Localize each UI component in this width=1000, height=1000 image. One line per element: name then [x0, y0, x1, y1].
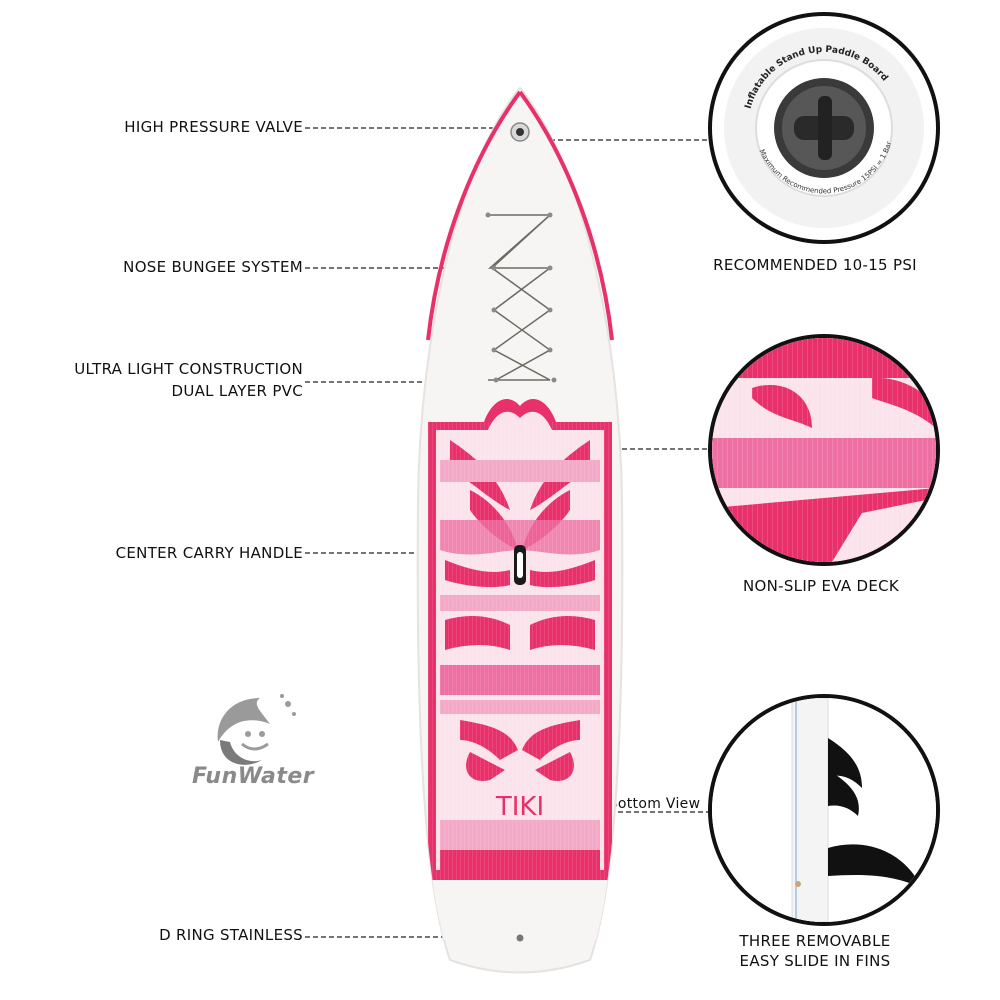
detail-circle-valve: Inflatable Stand Up Paddle Board Maximum… [708, 12, 940, 244]
svg-text:Inflatable Stand Up Paddle Boa: Inflatable Stand Up Paddle Board [744, 45, 890, 110]
label-construction-line1: ULTRA LIGHT CONSTRUCTION [74, 360, 303, 378]
valve-icon [774, 78, 874, 178]
brand-logo [217, 694, 296, 765]
valve-icon [510, 122, 530, 142]
label-fins-line1: THREE REMOVABLE [739, 932, 891, 950]
label-non-slip-deck: NON-SLIP EVA DECK [742, 577, 900, 595]
detail-circle-fins [708, 694, 940, 926]
valve-ring-text-top: Inflatable Stand Up Paddle Board [744, 45, 890, 110]
valve-ring-text-bottom: Maximum Recommended Pressure 15PSI = 1 B… [758, 140, 894, 195]
d-ring-icon [516, 934, 524, 942]
svg-text:Maximum Recommended Pressure 1: Maximum Recommended Pressure 15PSI = 1 B… [758, 140, 894, 195]
label-bottom-view: Bottom View [608, 796, 701, 812]
label-nose-bungee: NOSE BUNGEE SYSTEM [123, 258, 303, 276]
carry-handle-icon [514, 545, 526, 585]
board-model-name: TIKI [495, 792, 544, 822]
paddle-board: TIKI [416, 86, 624, 974]
brand-name: FunWater [192, 764, 315, 789]
label-fins-line2: EASY SLIDE IN FINS [739, 952, 891, 970]
label-construction-line2: DUAL LAYER PVC [171, 382, 303, 400]
fin-icon [828, 738, 922, 888]
label-recommended-psi: RECOMMENDED 10-15 PSI [713, 256, 917, 274]
label-center-carry-handle: CENTER CARRY HANDLE [115, 544, 303, 562]
label-d-ring: D RING STAINLESS [159, 926, 303, 944]
tiki-pattern [428, 422, 612, 880]
label-high-pressure-valve: HIGH PRESSURE VALVE [124, 118, 303, 136]
detail-circle-deck [708, 334, 940, 566]
